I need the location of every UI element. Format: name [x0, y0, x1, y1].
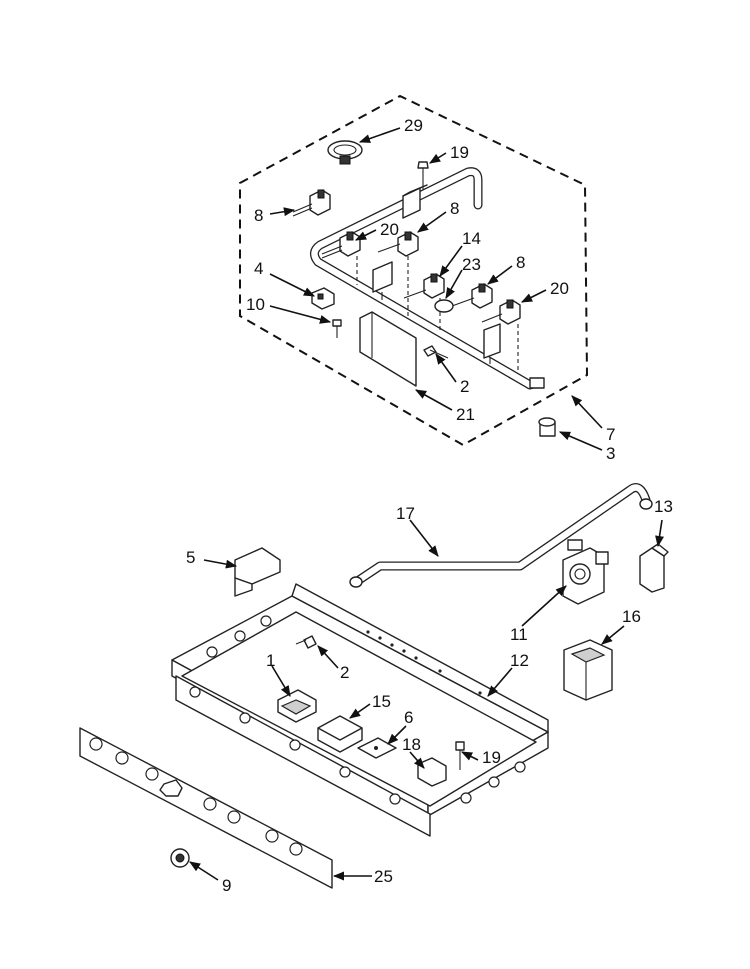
callout-2-upper: 2 [460, 377, 469, 396]
part-16-box [563, 639, 613, 701]
part-23-disk [434, 299, 454, 313]
part-2-screw-upper [423, 345, 449, 359]
right-bracket [483, 323, 501, 364]
callout-8-right: 8 [516, 253, 525, 272]
part-5-bracket [234, 547, 281, 597]
upper-bracket [402, 184, 428, 219]
callout-19-upper: 19 [450, 143, 469, 162]
valve-left-8 [292, 189, 331, 217]
part-12-tray [171, 583, 549, 837]
callout-15: 15 [372, 692, 391, 711]
callout-25: 25 [374, 867, 393, 886]
callout-16: 16 [622, 607, 641, 626]
part-19-screw-lower [455, 741, 465, 770]
valve-8-right [451, 283, 493, 309]
manifold-tube [310, 167, 545, 390]
part-18-bracket [417, 757, 447, 787]
valve-20-right [481, 299, 521, 372]
callout-20-left: 20 [380, 220, 399, 239]
callout-2-lower: 2 [340, 663, 349, 682]
callout-29: 29 [404, 116, 423, 135]
part-4-clip [311, 287, 335, 310]
callout-5: 5 [186, 548, 195, 567]
callout-18: 18 [402, 735, 421, 754]
callout-1: 1 [266, 651, 275, 670]
callout-8-center: 8 [450, 199, 459, 218]
callout-20-right: 20 [550, 279, 569, 298]
callout-7: 7 [606, 425, 615, 444]
manifold-assembly-boundary [239, 94, 589, 447]
part-13-bracket [639, 543, 669, 593]
callout-3: 3 [606, 444, 615, 463]
part-3-fitting [538, 417, 556, 437]
callout-4: 4 [254, 259, 263, 278]
callout-21: 21 [456, 405, 475, 424]
part-15-box [317, 715, 363, 753]
callout-labels: 29 19 8 20 8 14 4 23 8 20 10 2 21 7 3 17… [186, 116, 673, 895]
callout-6: 6 [404, 708, 413, 727]
part-11-regulator [562, 539, 609, 605]
callout-8-left: 8 [254, 206, 263, 225]
valve-8-center [377, 231, 419, 318]
callout-12: 12 [510, 651, 529, 670]
leader-lines [189, 127, 664, 881]
part-1-module [277, 689, 317, 723]
valve-14 [403, 273, 445, 330]
part-21-plate [359, 311, 417, 387]
part-6-plate [357, 737, 397, 759]
callout-13: 13 [654, 497, 673, 516]
part-10-screw [332, 319, 342, 338]
callout-14: 14 [462, 229, 481, 248]
mid-bracket [372, 261, 393, 300]
part-2-screw-lower [295, 635, 317, 649]
part-9-knob [170, 848, 190, 868]
part-29-ring [327, 140, 363, 165]
callout-9: 9 [222, 876, 231, 895]
callout-17: 17 [396, 504, 415, 523]
part-17-tube [349, 483, 653, 588]
callout-10: 10 [246, 295, 265, 314]
callout-23: 23 [462, 255, 481, 274]
callout-11: 11 [510, 625, 528, 644]
part-25-front-panel [79, 727, 333, 889]
callout-19-lower: 19 [482, 748, 501, 767]
